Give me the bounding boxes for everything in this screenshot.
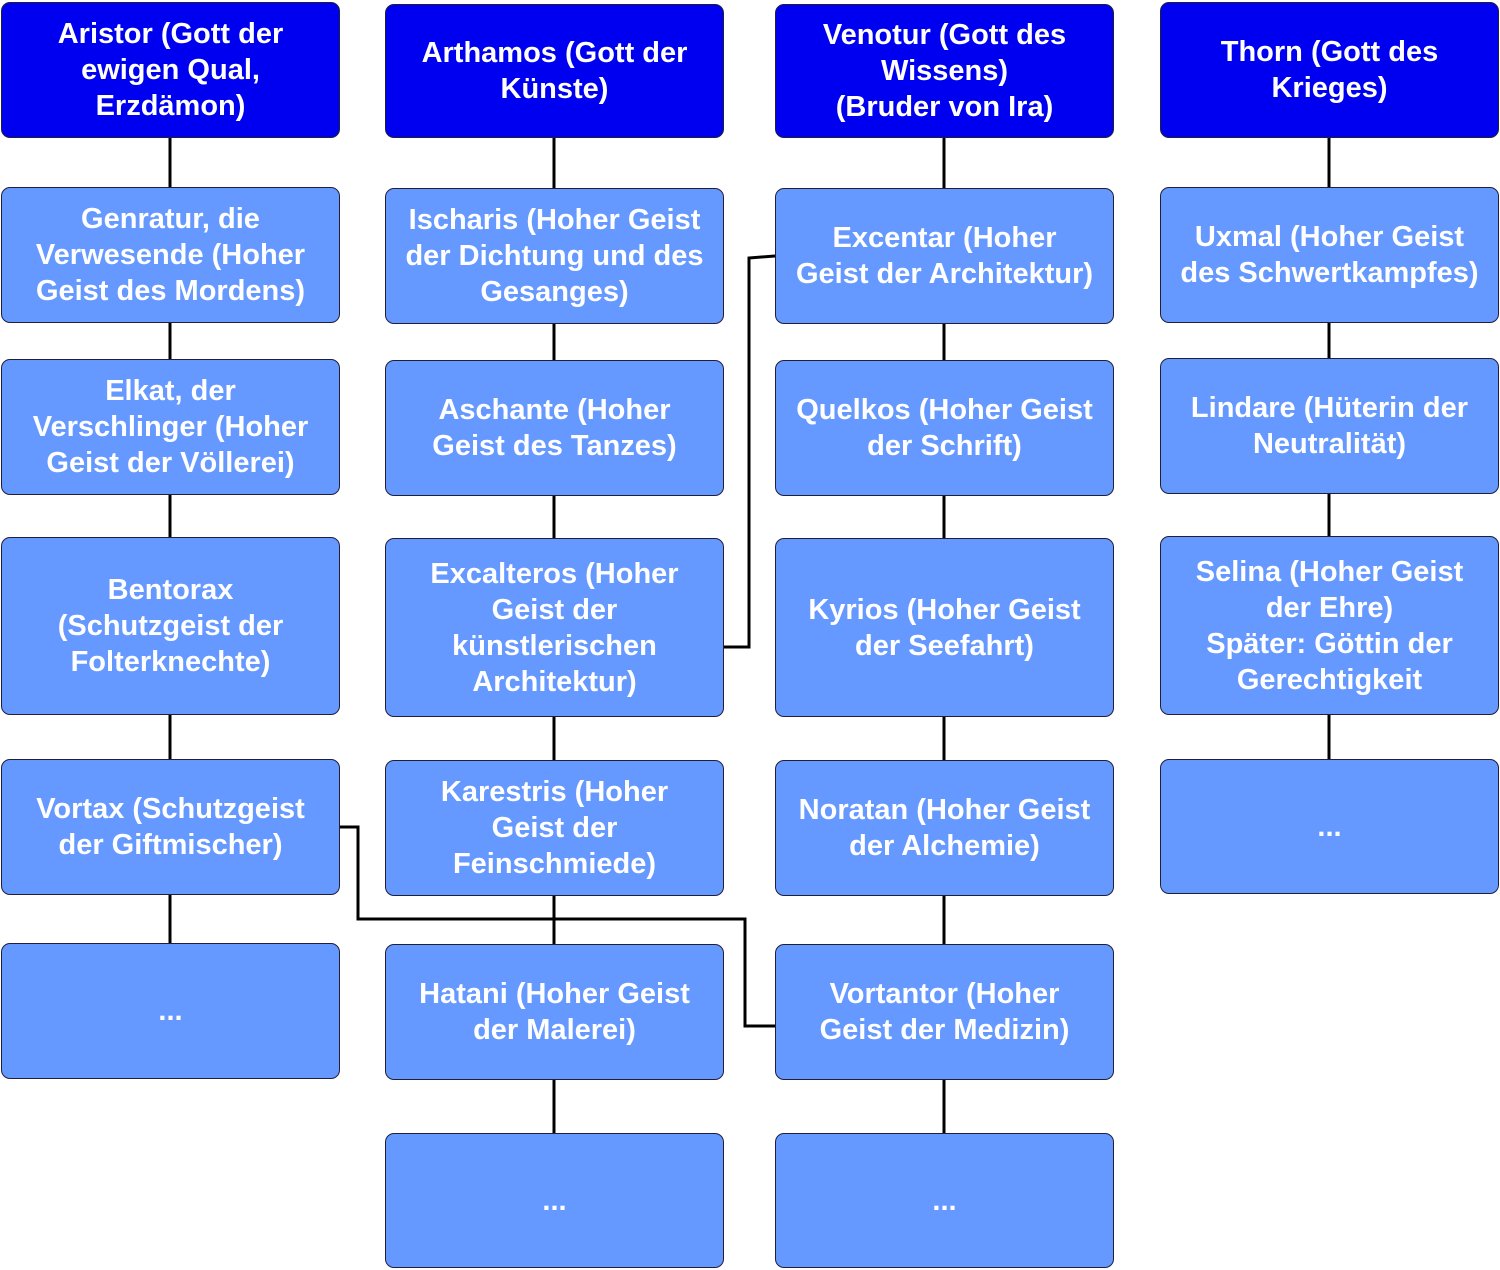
node-arthamos-more: ... [385,1133,724,1268]
node-excalteros: Excalteros (Hoher Geist der künstlerisch… [385,538,724,717]
node-lindare: Lindare (Hüterin der Neutralität) [1160,358,1499,494]
node-excentar: Excentar (Hoher Geist der Architektur) [775,188,1114,324]
node-venotur-more: ... [775,1133,1114,1268]
node-genratur: Genratur, die Verwesende (Hoher Geist de… [1,187,340,323]
node-noratan: Noratan (Hoher Geist der Alchemie) [775,760,1114,896]
node-hatani: Hatani (Hoher Geist der Malerei) [385,944,724,1080]
node-karestris: Karestris (Hoher Geist der Feinschmiede) [385,760,724,896]
node-aristor-more: ... [1,943,340,1079]
node-venotur: Venotur (Gott des Wissens) (Bruder von I… [775,4,1114,138]
cross-link-vortax-vortantor [340,825,775,1028]
node-arthamos: Arthamos (Gott der Künste) [385,4,724,138]
node-uxmal: Uxmal (Hoher Geist des Schwertkampfes) [1160,187,1499,323]
node-aristor: Aristor (Gott der ewigen Qual, Erzdämon) [1,2,340,138]
node-thorn-more: ... [1160,759,1499,894]
node-selina: Selina (Hoher Geist der Ehre) Später: Gö… [1160,536,1499,715]
node-vortantor: Vortantor (Hoher Geist der Medizin) [775,944,1114,1080]
node-quelkos: Quelkos (Hoher Geist der Schrift) [775,360,1114,496]
node-kyrios: Kyrios (Hoher Geist der Seefahrt) [775,538,1114,717]
node-ischaris: Ischaris (Hoher Geist der Dichtung und d… [385,188,724,324]
node-elkat: Elkat, der Verschlinger (Hoher Geist der… [1,359,340,495]
cross-link-excalteros-excentar [724,254,776,649]
node-aschante: Aschante (Hoher Geist des Tanzes) [385,360,724,496]
node-bentorax: Bentorax (Schutzgeist der Folterknechte) [1,537,340,715]
node-vortax: Vortax (Schutzgeist der Giftmischer) [1,759,340,895]
node-thorn: Thorn (Gott des Krieges) [1160,2,1499,138]
